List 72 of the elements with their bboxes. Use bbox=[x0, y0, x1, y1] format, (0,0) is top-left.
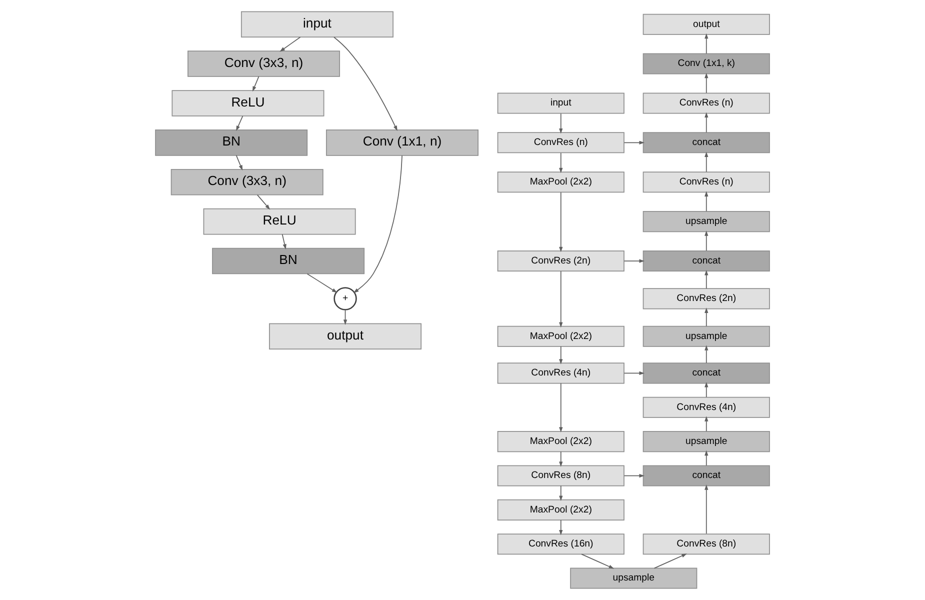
arrow bbox=[704, 308, 708, 327]
node-box: concat bbox=[642, 132, 770, 154]
node-box: ConvRes (4n) bbox=[497, 362, 624, 384]
arrow bbox=[282, 234, 286, 250]
arrow bbox=[654, 554, 687, 569]
arrow bbox=[280, 36, 301, 52]
node-box: MaxPool (2x2) bbox=[497, 172, 624, 193]
arrow bbox=[704, 33, 708, 54]
node-box: BN bbox=[155, 130, 308, 156]
arrow bbox=[353, 155, 402, 293]
arrow bbox=[559, 152, 563, 174]
node-box: concat bbox=[642, 250, 770, 272]
arrow bbox=[559, 520, 563, 536]
arrow bbox=[252, 76, 260, 92]
arrow bbox=[704, 230, 708, 252]
arrow bbox=[704, 382, 708, 398]
arrow bbox=[559, 451, 563, 467]
node-box: ConvRes (2n) bbox=[497, 250, 624, 272]
node-box: ReLU bbox=[203, 208, 356, 235]
node-box: ConvRes (4n) bbox=[642, 396, 770, 418]
arrow bbox=[236, 116, 244, 132]
arrow bbox=[559, 485, 563, 502]
node-box: ReLU bbox=[172, 90, 324, 116]
arrow bbox=[704, 484, 708, 534]
node-box: Conv (1x1, n) bbox=[326, 130, 478, 156]
arrow bbox=[704, 191, 708, 212]
node-box: MaxPool (2x2) bbox=[497, 431, 624, 452]
node-circle: + bbox=[334, 287, 357, 310]
node-box: upsample bbox=[642, 431, 770, 452]
node-box: ConvRes (n) bbox=[642, 92, 770, 114]
arrow bbox=[624, 140, 645, 145]
node-box: output bbox=[642, 14, 770, 35]
node-box: Conv (1x1, k) bbox=[642, 53, 770, 74]
node-box: BN bbox=[212, 248, 365, 274]
arrow bbox=[559, 270, 563, 328]
node-box: output bbox=[269, 323, 422, 350]
node-box: input bbox=[497, 92, 624, 114]
arrow bbox=[704, 270, 708, 289]
arrow bbox=[704, 112, 708, 133]
arrow bbox=[704, 152, 708, 172]
node-box: ConvRes (8n) bbox=[497, 465, 624, 486]
node-box: input bbox=[240, 11, 394, 38]
node-box: Conv (3x3, n) bbox=[170, 168, 324, 196]
node-box: upsample bbox=[642, 326, 770, 347]
arrow bbox=[236, 155, 243, 170]
arrow bbox=[559, 192, 563, 252]
node-box: concat bbox=[642, 465, 770, 486]
arrow bbox=[343, 309, 348, 325]
arrow bbox=[559, 382, 563, 432]
node-box: upsample bbox=[570, 568, 698, 589]
arrow bbox=[624, 371, 645, 376]
arrow bbox=[624, 474, 645, 478]
node-box: ConvRes (2n) bbox=[642, 288, 770, 310]
arrow bbox=[256, 194, 270, 210]
arrow bbox=[559, 113, 563, 134]
node-box: ConvRes (16n) bbox=[497, 534, 624, 555]
arrow bbox=[704, 416, 708, 432]
node-box: concat bbox=[642, 362, 770, 384]
node-box: ConvRes (8n) bbox=[642, 534, 770, 555]
node-box: ConvRes (n) bbox=[642, 172, 770, 193]
node-box: Conv (3x3, n) bbox=[188, 50, 340, 77]
node-box: MaxPool (2x2) bbox=[497, 326, 624, 347]
arrow bbox=[306, 273, 338, 293]
arrow bbox=[704, 450, 708, 466]
node-box: ConvRes (n) bbox=[497, 132, 624, 154]
node-box: MaxPool (2x2) bbox=[497, 499, 624, 520]
arrow bbox=[704, 345, 708, 364]
arrow bbox=[624, 259, 645, 263]
arrow bbox=[704, 72, 708, 94]
node-box: upsample bbox=[642, 211, 770, 232]
arrow bbox=[581, 554, 614, 569]
arrow bbox=[559, 346, 563, 364]
